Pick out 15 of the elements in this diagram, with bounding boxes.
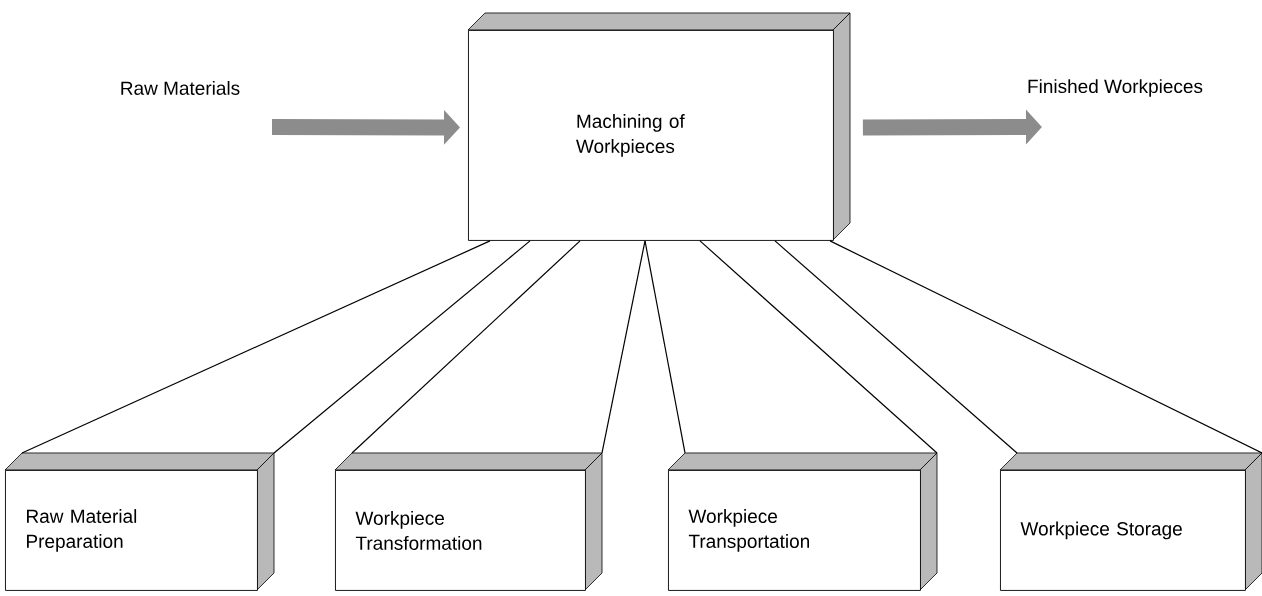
label-text: Raw Materials: [121, 81, 240, 95]
connector-line: [273, 240, 531, 454]
process-box: Workpiece Storage: [999, 452, 1262, 591]
process-box: Workpiece Transportation: [667, 452, 938, 591]
connector-line: [774, 240, 1018, 454]
process-box: Machining of Workpieces: [467, 12, 851, 241]
process-box: Raw Material Preparation: [4, 452, 275, 591]
label-text: Finished Workpieces: [1028, 79, 1203, 97]
connector-line: [829, 240, 1262, 454]
process-box: Workpiece Transformation: [334, 452, 603, 591]
connector-line: [601, 240, 646, 454]
connector-line: [644, 240, 686, 454]
connector-line: [351, 240, 581, 454]
connector-line: [699, 240, 938, 454]
connector-line: [21, 240, 491, 454]
